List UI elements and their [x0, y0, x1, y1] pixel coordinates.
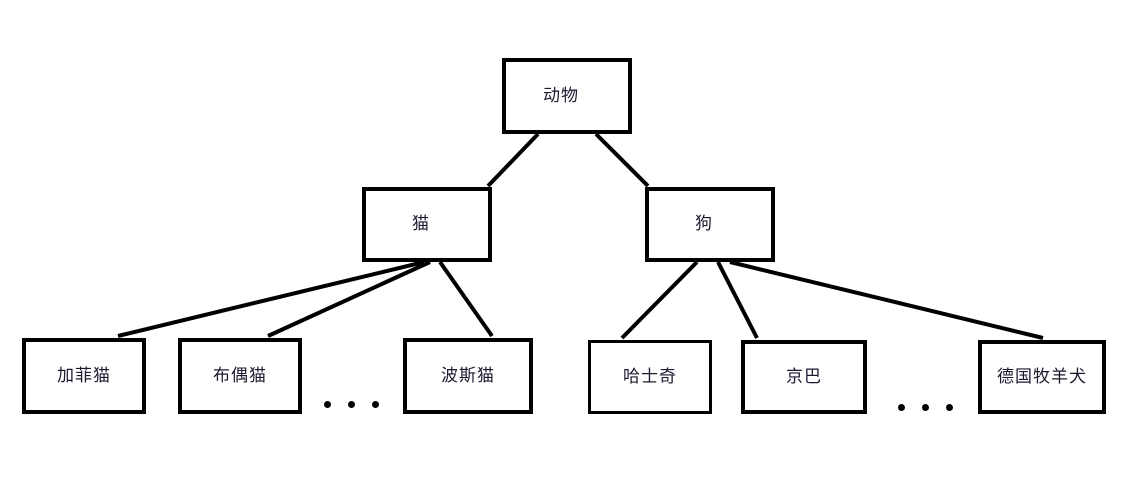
node-german_shepherd[interactable]: 德国牧羊犬: [978, 340, 1106, 414]
ellipsis-dot-icon: [946, 404, 953, 411]
node-label-dog: 狗: [695, 214, 713, 234]
edge-cat-to-ragdoll: [267, 260, 431, 338]
edge-animal-to-cat: [486, 132, 540, 188]
edge-dog-to-german_shepherd: [729, 260, 1044, 340]
node-label-german_shepherd: 德国牧羊犬: [997, 366, 1087, 387]
edge-cat-to-garfield: [117, 260, 425, 338]
ellipsis-dog-ellipsis: [898, 404, 953, 411]
node-label-animal: 动物: [543, 85, 579, 106]
edge-dog-to-pekingese: [716, 261, 759, 339]
ellipsis-dot-icon: [348, 401, 355, 408]
node-label-ragdoll: 布偶猫: [213, 365, 267, 386]
edge-animal-to-dog: [594, 132, 650, 188]
node-label-husky: 哈士奇: [623, 366, 677, 387]
ellipsis-dot-icon: [922, 404, 929, 411]
node-animal[interactable]: 动物: [502, 58, 632, 134]
node-cat[interactable]: 猫: [362, 187, 492, 262]
ellipsis-dot-icon: [324, 401, 331, 408]
node-label-garfield: 加菲猫: [57, 365, 111, 386]
node-pekingese[interactable]: 京巴: [741, 340, 867, 414]
ellipsis-cat-ellipsis: [324, 401, 379, 408]
node-label-cat: 猫: [412, 214, 430, 234]
edge-dog-to-husky: [620, 260, 699, 340]
node-ragdoll[interactable]: 布偶猫: [178, 338, 302, 414]
ellipsis-dot-icon: [898, 404, 905, 411]
node-garfield[interactable]: 加菲猫: [22, 338, 146, 414]
ellipsis-dot-icon: [372, 401, 379, 408]
node-husky[interactable]: 哈士奇: [588, 340, 712, 414]
node-label-pekingese: 京巴: [786, 366, 822, 387]
node-dog[interactable]: 狗: [645, 187, 775, 262]
node-persian[interactable]: 波斯猫: [403, 338, 533, 414]
edge-cat-to-persian: [438, 260, 494, 338]
node-label-persian: 波斯猫: [441, 365, 495, 386]
